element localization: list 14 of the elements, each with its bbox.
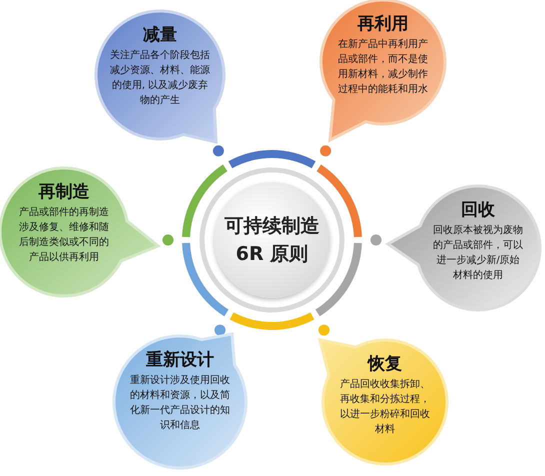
bubble-description: 关注产品各个阶段包括减少资源、材料、能源的使用, 以及减少废弃物的产生 — [109, 48, 211, 108]
bubble-title: 恢复 — [366, 354, 403, 374]
bubble-title: 减量 — [142, 25, 178, 45]
bubble-description: 重新设计涉及使用回收的材料和资源，以及简化新一代产品设计的知识和信息 — [129, 374, 231, 433]
bubble-description: 在新产品中再利用产品或部件，而不是使用新材料，减少制作过程中的能耗和用水 — [337, 38, 429, 97]
bubble-title: 重新设计 — [145, 350, 215, 370]
bubble-title: 再制造 — [38, 182, 90, 202]
bubble-description: 回收原本被视为废物的产品或部件，可以进一步减少新/原始材料的使用 — [432, 224, 524, 283]
bubble-description: 产品回收收集拆卸、再收集和分拣过程，以进一步粉碎和回收材料 — [339, 378, 431, 437]
bubble-title: 再利用 — [356, 14, 410, 34]
center-title: 可持续制造6R 原则 — [224, 214, 320, 267]
bubble-description: 产品或部件的再制造涉及修复、维修和随后制造类似或不同的产品以供再利用 — [18, 206, 110, 265]
bubble-title: 回收 — [460, 200, 496, 220]
center-circle — [214, 182, 330, 298]
